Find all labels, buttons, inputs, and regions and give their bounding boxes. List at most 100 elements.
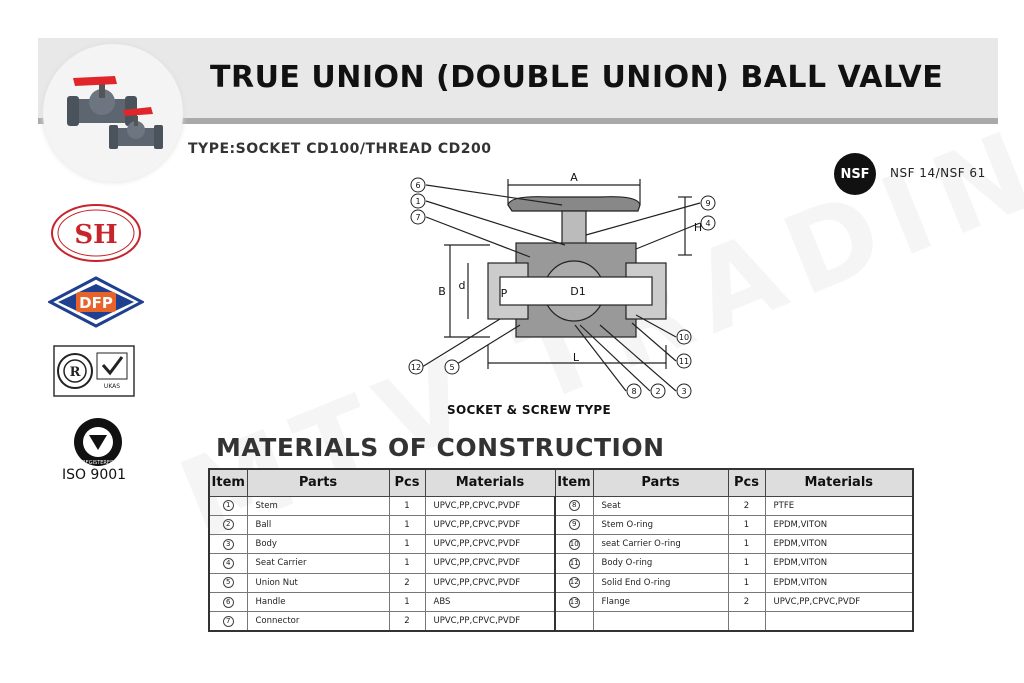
pcs-count: 1 (727, 553, 766, 574)
item-number: 12 (554, 572, 594, 593)
pcs-count: 1 (727, 514, 766, 536)
col-header-pcs: Pcs (388, 468, 426, 497)
material-list: EPDM,VITON (764, 553, 914, 574)
callout-5: 5 (449, 363, 454, 372)
material-list: UPVC,PP,CPVC,PVDF (424, 611, 556, 632)
part-name: Body O-ring (592, 553, 729, 574)
callout-7: 7 (415, 213, 420, 222)
part-name (592, 611, 729, 632)
part-name: Stem (246, 495, 390, 516)
item-number-badge: 6 (222, 596, 234, 608)
callout-10: 10 (679, 333, 689, 342)
callout-4: 4 (705, 219, 710, 228)
part-name: Body (246, 534, 390, 555)
item-number: 9 (554, 514, 594, 536)
material-list (764, 611, 914, 632)
part-name: Union Nut (246, 572, 390, 593)
item-number: 1 (208, 495, 248, 516)
part-name: Handle (246, 591, 390, 613)
item-number-badge: 1 (222, 500, 234, 512)
col-header-item: Item (554, 468, 594, 497)
item-number-badge: 3 (222, 538, 234, 550)
material-list: EPDM,VITON (764, 514, 914, 536)
ball-valve-photo-icon (67, 76, 163, 149)
part-name: Ball (246, 514, 390, 536)
certification-logo: R UKAS (53, 345, 135, 397)
item-number-badge: 4 (222, 557, 234, 569)
nsf-logo: NSF (834, 153, 876, 195)
table-header-row: Item Parts Pcs Materials Item Parts Pcs … (208, 468, 914, 497)
material-list: EPDM,VITON (764, 572, 914, 593)
item-number: 13 (554, 591, 594, 613)
sh-logo-text: SH (74, 220, 117, 250)
col-header-parts: Parts (592, 468, 729, 497)
pcs-count: 2 (388, 611, 426, 632)
part-name: Solid End O-ring (592, 572, 729, 593)
materials-heading: MATERIALS OF CONSTRUCTION (216, 433, 665, 462)
item-number-badge: 9 (568, 519, 580, 531)
item-number-badge: 11 (568, 557, 580, 569)
iso-ring-text: REGISTERED (82, 460, 114, 466)
item-number: 8 (554, 495, 594, 516)
part-name: Flange (592, 591, 729, 613)
title-banner (38, 38, 998, 124)
ukas-text: UKAS (104, 383, 120, 390)
sh-logo: SH (51, 204, 141, 262)
dim-label-d1: D1 (570, 285, 585, 298)
pcs-count (727, 611, 766, 632)
material-list: UPVC,PP,CPVC,PVDF (424, 553, 556, 574)
item-number-badge: 5 (222, 577, 234, 589)
product-type: TYPE:SOCKET CD100/THREAD CD200 (188, 141, 492, 157)
callout-12: 12 (411, 363, 421, 372)
col-header-item: Item (208, 468, 248, 497)
callout-9: 9 (705, 199, 710, 208)
pcs-count: 1 (727, 572, 766, 593)
item-number-badge: 2 (222, 519, 234, 531)
item-number-badge: 10 (568, 538, 580, 550)
material-list: UPVC,PP,CPVC,PVDF (764, 591, 914, 613)
dim-label-p: P (501, 287, 508, 300)
material-list: PTFE (764, 495, 914, 516)
dim-label-a: A (570, 171, 578, 184)
item-number: 7 (208, 611, 248, 632)
item-number-badge: 13 (568, 596, 580, 608)
dim-label-h: H (694, 221, 702, 234)
material-list: UPVC,PP,CPVC,PVDF (424, 534, 556, 555)
part-name: Connector (246, 611, 390, 632)
pcs-count: 2 (388, 572, 426, 593)
materials-table: Item Parts Pcs Materials Item Parts Pcs … (208, 468, 914, 632)
material-list: UPVC,PP,CPVC,PVDF (424, 514, 556, 536)
callout-6: 6 (415, 181, 420, 190)
item-number: 5 (208, 572, 248, 593)
material-list: EPDM,VITON (764, 534, 914, 555)
callout-8: 8 (631, 387, 636, 396)
pcs-count: 2 (727, 495, 766, 516)
callout-3: 3 (681, 387, 686, 396)
dim-label-b: B (438, 285, 446, 298)
part-name: Seat (592, 495, 729, 516)
dfp-logo-text: DFP (79, 294, 113, 312)
item-number: 4 (208, 553, 248, 574)
material-list: ABS (424, 591, 556, 613)
item-number: 2 (208, 514, 248, 536)
product-photo (43, 44, 183, 182)
col-header-pcs: Pcs (727, 468, 766, 497)
col-header-parts: Parts (246, 468, 390, 497)
item-number-badge: 7 (222, 615, 234, 627)
part-name: seat Carrier O-ring (592, 534, 729, 555)
dim-label-l: L (573, 351, 580, 364)
pcs-count: 1 (388, 534, 426, 555)
item-number (554, 611, 594, 632)
nsf-standards: NSF 14/NSF 61 (890, 166, 986, 180)
pcs-count: 1 (727, 534, 766, 555)
svg-text:R: R (70, 365, 81, 380)
nsf-logo-text: NSF (840, 166, 870, 182)
dim-label-d: d (459, 279, 466, 292)
